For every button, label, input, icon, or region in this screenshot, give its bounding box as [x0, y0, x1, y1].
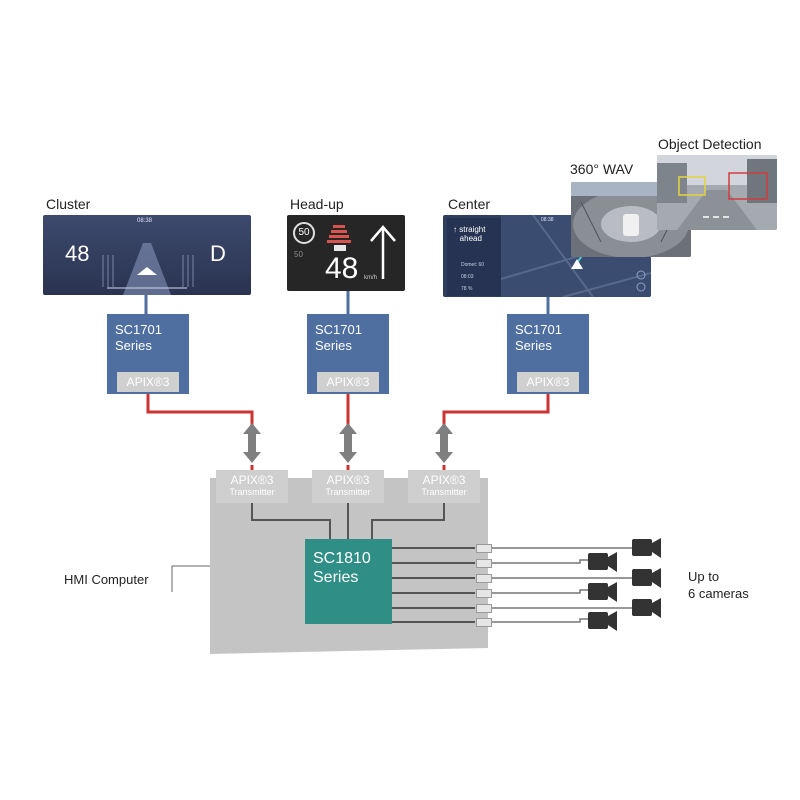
center-time: 08:38 — [541, 217, 554, 223]
camera-cables — [492, 547, 632, 623]
transmitter-sublabel: Transmitter — [229, 487, 275, 497]
transmitter-left: APIX®3 Transmitter — [216, 470, 288, 503]
receiver-chip-cluster: SC1701 Series APIX®3 — [107, 314, 189, 394]
receiver-apix-label: APIX®3 — [117, 372, 179, 392]
center-info-1: Domet: 60 — [461, 262, 485, 268]
receiver-chip-name: SC1701 Series — [315, 322, 362, 354]
camera-port — [476, 544, 492, 553]
headup-car-bars-icon — [327, 225, 351, 251]
camera-icon — [632, 538, 661, 558]
camera-port — [476, 604, 492, 613]
receiver-chip-name-line1: SC1701 — [315, 322, 362, 337]
headup-unit: km/h — [364, 275, 378, 281]
camera-port — [476, 574, 492, 583]
center-info-2: 08:03 — [461, 274, 474, 280]
receiver-chip-center: SC1701 Series APIX®3 — [507, 314, 589, 394]
center-instruction-line2: ahead — [459, 234, 482, 243]
soc-chip-name-line2: Series — [313, 569, 359, 586]
cluster-road-graphic — [102, 243, 194, 295]
camera-icon — [588, 552, 617, 572]
receiver-chip-name: SC1701 Series — [115, 322, 162, 354]
receiver-apix-label: APIX®3 — [317, 372, 379, 392]
transmitter-label: APIX®3 — [422, 473, 466, 487]
headup-speed: 48 — [325, 252, 359, 285]
receiver-chip-name-line2: Series — [115, 338, 152, 353]
receiver-chip-name-line2: Series — [515, 338, 552, 353]
double-arrow-middle — [339, 423, 357, 463]
transmitter-label: APIX®3 — [230, 473, 274, 487]
cluster-display: 08:38 48 D — [43, 215, 251, 295]
internal-link-right — [371, 502, 445, 540]
transmitter-sublabel: Transmitter — [325, 487, 371, 497]
camera-icon — [632, 568, 661, 588]
cluster-speed: 48 — [65, 241, 90, 266]
headup-speed-limit-sign: 50 — [293, 222, 315, 244]
red-link-right — [442, 393, 550, 478]
internal-link-left — [251, 502, 331, 540]
headup-speed-limit-small: 50 — [294, 250, 303, 259]
center-instruction-line1: straight — [459, 225, 486, 234]
cameras-label: Up to 6 cameras — [688, 568, 749, 602]
object-detection-image — [657, 155, 777, 230]
center-side-panel: ↑ straight ahead Domet: 60 08:03 78 % — [447, 218, 501, 296]
hmi-label-leader — [171, 565, 210, 592]
receiver-chip-name: SC1701 Series — [515, 322, 562, 354]
receiver-chip-name-line2: Series — [315, 338, 352, 353]
transmitter-middle: APIX®3 Transmitter — [312, 470, 384, 503]
camera-icon — [632, 598, 661, 618]
cameras-label-line1: Up to — [688, 569, 720, 584]
center-info-3: 78 % — [461, 286, 473, 292]
detection-box-yellow — [678, 176, 706, 196]
hmi-computer-label: HMI Computer — [64, 572, 149, 587]
receiver-chip-name-line1: SC1701 — [515, 322, 562, 337]
double-arrow-left — [243, 423, 261, 463]
center-label: Center — [448, 196, 491, 212]
center-nav-pointer-icon — [571, 259, 583, 269]
headup-graphics — [327, 225, 396, 279]
receiver-chip-headup: SC1701 Series APIX®3 — [307, 314, 389, 394]
camera-port — [476, 589, 492, 598]
soc-port-links — [392, 547, 475, 623]
headup-label: Head-up — [290, 196, 344, 212]
detection-box-red — [728, 172, 768, 200]
red-link-left — [146, 393, 254, 478]
cluster-gear: D — [210, 241, 226, 266]
receiver-chip-name-line1: SC1701 — [115, 322, 162, 337]
camera-port — [476, 559, 492, 568]
double-arrow-right — [435, 423, 453, 463]
transmitter-label: APIX®3 — [326, 473, 370, 487]
soc-chip-name: SC1810 Series — [313, 549, 371, 587]
soc-chip-name-line1: SC1810 — [313, 550, 371, 567]
cameras-label-line2: 6 cameras — [688, 586, 749, 601]
camera-icon — [588, 611, 617, 631]
object-detection-graphic — [657, 155, 777, 230]
object-detection-label: Object Detection — [658, 136, 762, 152]
cluster-time: 08:38 — [137, 218, 153, 224]
up-arrow-icon: ↑ — [453, 225, 457, 234]
soc-chip: SC1810 Series — [305, 539, 392, 624]
center-instruction: ↑ straight ahead — [453, 225, 485, 243]
transmitter-sublabel: Transmitter — [421, 487, 467, 497]
camera-icon — [588, 582, 617, 602]
cluster-label: Cluster — [46, 196, 91, 212]
headup-display: 50 50 48 km/h — [287, 215, 405, 291]
camera-port — [476, 618, 492, 627]
wav-label: 360° WAV — [570, 161, 634, 177]
headup-straight-arrow-icon — [370, 225, 396, 279]
transmitter-right: APIX®3 Transmitter — [408, 470, 480, 503]
receiver-apix-label: APIX®3 — [517, 372, 579, 392]
